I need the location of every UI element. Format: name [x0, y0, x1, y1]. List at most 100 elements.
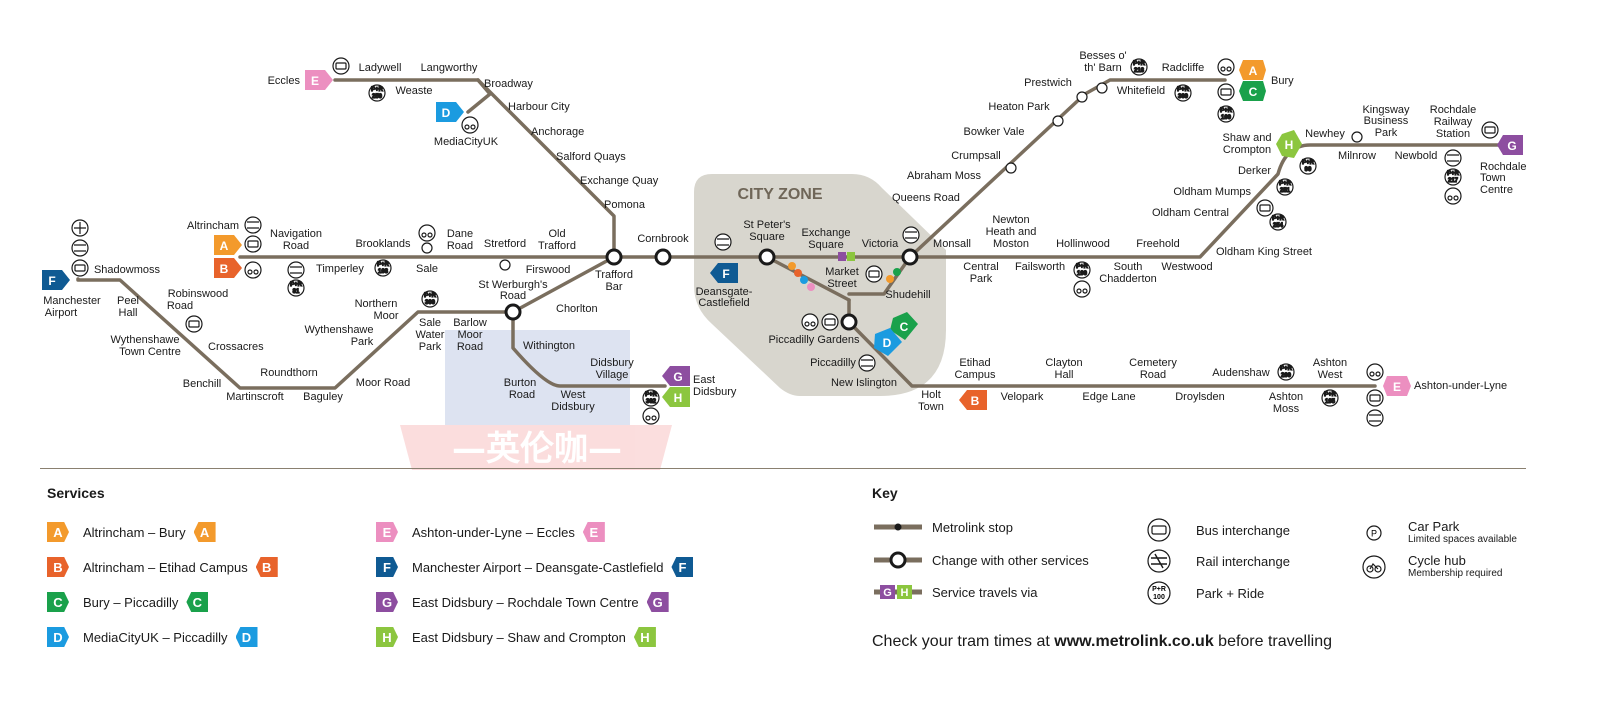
- key-car-park-sub: Limited spaces available: [1408, 534, 1517, 545]
- station-label: Chadderton: [1099, 273, 1157, 285]
- station-label: Castlefield: [698, 297, 749, 309]
- station-label: th' Barn: [1084, 62, 1122, 74]
- station-label: Didsbury: [551, 401, 595, 413]
- station-label: Anchorage: [531, 126, 584, 138]
- car-park-icon: P: [1366, 525, 1382, 541]
- key-via-label: Service travels via: [932, 584, 1038, 600]
- cycle-icon: [461, 116, 479, 134]
- station-label: St Werburgh's: [478, 279, 548, 291]
- station-label: Edge Lane: [1082, 391, 1135, 403]
- svg-text:P: P: [1371, 529, 1377, 539]
- station-label: Rochdale: [1480, 161, 1526, 173]
- station-label: Altrincham: [187, 220, 239, 232]
- svg-text:P+R: P+R: [645, 392, 658, 398]
- station-label: Heath and: [986, 226, 1037, 238]
- terminus-tags: E D A B F F G H C D B E H G A C: [42, 60, 1523, 410]
- station-label: Milnrow: [1338, 150, 1376, 162]
- station-label: Oldham Mumps: [1173, 186, 1251, 198]
- station-label: Road: [509, 389, 535, 401]
- footer-text: Check your tram times at www.metrolink.c…: [872, 633, 1332, 651]
- via-letter-h: H: [901, 587, 909, 599]
- service-badge-end: E: [582, 522, 605, 542]
- station-label: Brooklands: [355, 238, 411, 250]
- station-label: Hall: [1055, 369, 1074, 381]
- key-bus: Bus interchange: [1146, 517, 1290, 543]
- station-label: Wythenshawe: [111, 334, 180, 346]
- station-label: Central: [963, 261, 998, 273]
- svg-text:300: 300: [425, 300, 436, 306]
- car-park-icon: [1096, 82, 1108, 94]
- station-label: Navigation: [270, 228, 322, 240]
- station-label: Sale: [419, 317, 441, 329]
- bus-icon: [332, 57, 350, 75]
- svg-text:216: 216: [1134, 68, 1145, 74]
- svg-text:P+R: P+R: [1272, 216, 1285, 222]
- svg-text:108: 108: [378, 269, 389, 275]
- key-change: Change with other services: [872, 551, 1089, 569]
- station-label: Freehold: [1136, 238, 1179, 250]
- station-label: Langworthy: [421, 62, 478, 74]
- car-park-icon: [1005, 162, 1017, 174]
- svg-text:F: F: [48, 274, 55, 288]
- rail-icon: [71, 239, 89, 257]
- station-label: Martinscroft: [226, 391, 283, 403]
- station-label: Trafford: [595, 269, 633, 281]
- station-label: Clayton: [1045, 357, 1082, 369]
- station-label: Moor Road: [356, 377, 410, 389]
- station-label: Crompton: [1223, 144, 1271, 156]
- station-label: Cornbrook: [637, 233, 689, 245]
- station-label: Stretford: [484, 238, 526, 250]
- station-label: Weaste: [395, 85, 432, 97]
- services-title: Services: [47, 485, 105, 501]
- station-label: Bury: [1271, 75, 1294, 87]
- svg-text:C: C: [1249, 85, 1258, 99]
- svg-text:100: 100: [1221, 115, 1232, 121]
- car-park-icon: [1076, 91, 1088, 103]
- key-via: G H Service travels via: [872, 583, 1037, 601]
- tag-f-deansgate: F: [710, 263, 738, 283]
- station-label: Road: [167, 300, 193, 312]
- bus-icon: [821, 313, 839, 331]
- cycle-icon: [1444, 187, 1462, 205]
- station-label: Town Centre: [119, 346, 181, 358]
- svg-text:E: E: [311, 74, 319, 88]
- bus-icon: [1366, 389, 1384, 407]
- station-label: Hall: [119, 307, 138, 319]
- station-label: Exchange Quay: [580, 175, 659, 187]
- station-label: Victoria: [862, 238, 899, 250]
- station-label: Pomona: [604, 199, 646, 211]
- bus-icon: [185, 315, 203, 333]
- station-label: Park: [1375, 127, 1398, 139]
- key-title: Key: [872, 485, 898, 501]
- service-name: MediaCityUK – Piccadilly: [83, 629, 228, 645]
- station-label: Barlow: [453, 317, 487, 329]
- station-label: Chorlton: [556, 303, 598, 315]
- station-label: Road: [447, 240, 473, 252]
- tag-c-piccadilly: C: [890, 312, 918, 340]
- station-label: Velopark: [1001, 391, 1044, 403]
- station-label: Water: [416, 329, 445, 341]
- station-label: Abraham Moss: [907, 170, 981, 182]
- station-label: Town: [1480, 172, 1506, 184]
- station-label: Ashton: [1313, 357, 1347, 369]
- bus-icon: [244, 235, 262, 253]
- station-label: Trafford: [538, 240, 576, 252]
- station-label: Campus: [955, 369, 996, 381]
- cycle-icon: [244, 261, 262, 279]
- cycle-icon: [418, 224, 436, 242]
- tag-e-ashton: E: [1383, 376, 1411, 396]
- rail-icon: [244, 216, 262, 234]
- service-name: East Didsbury – Rochdale Town Centre: [412, 594, 639, 610]
- change-symbol-icon: [874, 551, 922, 569]
- svg-text:P+R: P+R: [1076, 264, 1089, 270]
- station-label: Ashton-under-Lyne: [1414, 380, 1507, 392]
- cycle-icon: [1217, 58, 1235, 76]
- station-label: St Peter's: [743, 219, 791, 231]
- footer-url[interactable]: www.metrolink.co.uk: [1054, 633, 1214, 650]
- svg-text:D: D: [442, 106, 451, 120]
- station-label: Ladywell: [359, 62, 402, 74]
- svg-text:250: 250: [372, 94, 383, 100]
